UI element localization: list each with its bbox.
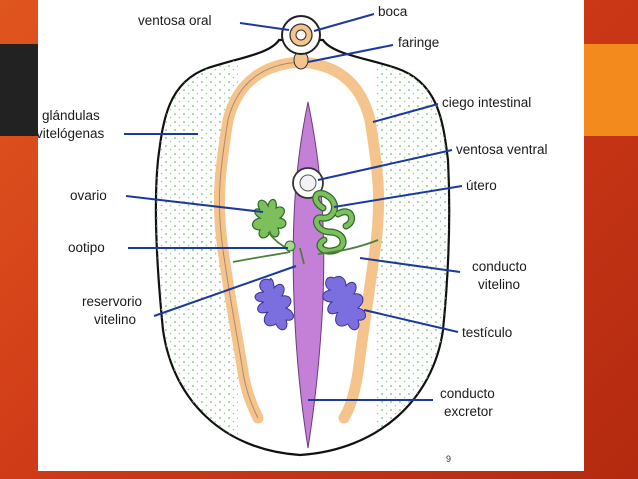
label-glandulas-2: vitelógenas (38, 126, 105, 141)
label-conducto-excretor-1: conducto (440, 386, 495, 401)
label-conducto-vitelino-2: vitelino (478, 277, 520, 292)
leader-ciego (372, 103, 439, 123)
vitelline-ducts (232, 231, 379, 265)
label-faringe: faringe (398, 35, 439, 50)
leader-ovario (125, 195, 264, 213)
fluke-anatomy-diagram: ventosa oral boca faringe glándulas vite… (38, 4, 548, 464)
dark-accent-bar (0, 44, 38, 136)
label-testiculo: testículo (462, 325, 512, 340)
label-ventosa-ventral: ventosa ventral (456, 142, 548, 157)
label-conducto-excretor-2: excretor (444, 404, 493, 419)
leader-boca (313, 13, 375, 32)
uterus-fill (313, 191, 354, 254)
intestinal-caecum-outline-left (218, 61, 301, 419)
leader-ventosa-ventral (317, 149, 453, 181)
leader-utero (333, 185, 463, 208)
label-utero: útero (466, 178, 497, 193)
ventral-sucker-inner (299, 174, 317, 192)
label-ovario: ovario (70, 188, 107, 203)
intestinal-caecum (213, 56, 306, 424)
testis-right (322, 275, 366, 331)
ovary (251, 198, 287, 239)
label-reservorio-2: vitelino (94, 312, 136, 327)
ootype (284, 240, 296, 252)
leader-faringe (307, 44, 394, 63)
testis-left (254, 277, 294, 331)
mouth-opening (295, 29, 307, 41)
orange-accent-bar (584, 44, 638, 136)
label-ootipo: ootipo (68, 240, 105, 255)
intestinal-caecum-right (294, 56, 385, 424)
label-glandulas-1: glándulas (42, 108, 100, 123)
page-number: 9 (446, 454, 451, 464)
label-conducto-vitelino-1: conducto (472, 259, 527, 274)
label-ventosa-oral: ventosa oral (138, 13, 212, 28)
leader-reservorio (153, 265, 297, 317)
slide: ventosa oral boca faringe glándulas vite… (38, 0, 584, 471)
label-boca: boca (378, 4, 408, 19)
leader-ventosa-oral (239, 22, 290, 31)
label-ciego: ciego intestinal (442, 95, 531, 110)
label-reservorio-1: reservorio (82, 294, 142, 309)
leader-testiculo (363, 309, 459, 333)
leader-conducto-vitelino (359, 257, 461, 273)
